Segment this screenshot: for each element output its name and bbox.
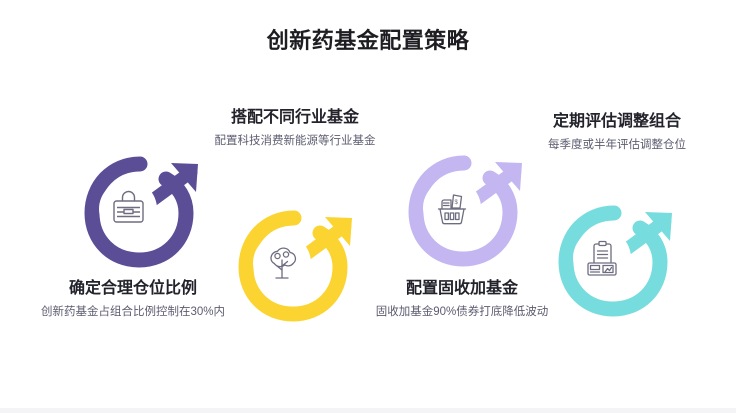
step-1-graphic [78,146,208,272]
briefcase-icon [113,190,144,223]
money-basket-icon: $ [437,194,467,225]
step-3-title: 配置固收加基金 [405,280,518,297]
bottom-divider [0,408,736,413]
step-2-labels: 搭配不同行业基金 配置科技消费新能源等行业基金 [180,108,410,150]
step-4-title: 定期评估调整组合 [552,113,681,130]
step-3-graphic: $ [402,145,532,271]
svg-text:$: $ [455,200,459,206]
page-title: 创新药基金配置策略 [266,28,470,53]
step-4-labels: 定期评估调整组合 每季度或半年评估调整仓位 [502,112,732,154]
step-2-description: 配置科技消费新能源等行业基金 [214,134,376,147]
step-1-title: 确定合理仓位比例 [68,280,197,297]
step-1-labels: 确定合理仓位比例 创新药基金占组合比例控制在30%内 [18,279,248,321]
step-2-graphic [232,200,362,326]
step-3-labels: 配置固收加基金 固收加基金90%债券打底降低波动 [347,279,577,321]
step-3-description: 固收加基金90%债券打底降低波动 [375,305,549,318]
step-4-description: 每季度或半年评估调整仓位 [548,138,686,151]
step-2-title: 搭配不同行业基金 [230,109,359,126]
clipboard-report-icon [587,240,617,276]
step-4-graphic [552,195,682,321]
step-1-description: 创新药基金占组合比例控制在30%内 [40,305,225,318]
money-tree-icon [270,247,297,279]
